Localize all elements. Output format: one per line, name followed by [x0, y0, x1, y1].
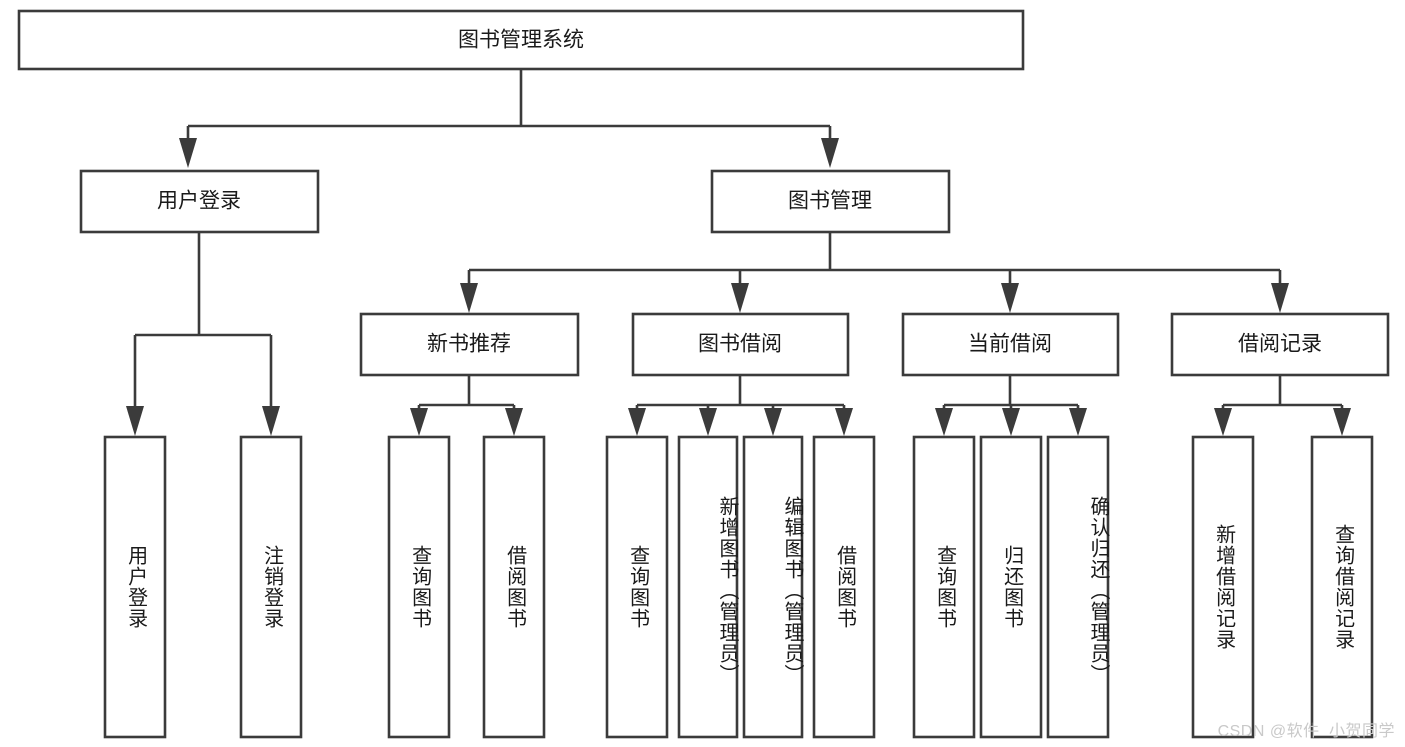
arrow-head-leaf-add-record — [1214, 408, 1232, 436]
leaf-box-user-login[interactable] — [103, 435, 167, 739]
arrow-head-user-login — [179, 138, 197, 168]
leaf-box-query-book-3[interactable] — [912, 435, 976, 739]
arrow-head-borrow-record — [1271, 283, 1289, 313]
arrow-head-leaf-logout — [262, 406, 280, 436]
leaf-box-query-record[interactable] — [1310, 435, 1374, 739]
connector-user-login-to-leaves — [126, 232, 280, 436]
node-book-borrow-label: 图书借阅 — [698, 333, 782, 356]
node-current-borrow-label: 当前借阅 — [968, 333, 1052, 356]
arrow-head-leaf-borrow-book-1 — [505, 408, 523, 436]
leaf-box-add-book[interactable] — [677, 435, 739, 739]
leaf-label-logout-login: 注销登录 — [260, 545, 283, 629]
leaf-label-add-book: 新增图书（管理员） — [716, 495, 738, 685]
arrow-head-current-borrow — [1001, 283, 1019, 313]
node-borrow-record-label: 借阅记录 — [1238, 333, 1322, 356]
leaf-label-edit-book: 编辑图书（管理员） — [781, 495, 803, 685]
leaf-boxes — [103, 435, 1374, 739]
node-book-management-label: 图书管理 — [788, 190, 872, 213]
arrow-head-leaf-confirm-return — [1069, 408, 1087, 436]
leaf-box-borrow-book-2[interactable] — [812, 435, 876, 739]
leaf-box-query-book-1[interactable] — [387, 435, 451, 739]
node-book-management-box[interactable] — [710, 169, 951, 234]
arrow-head-new-book — [460, 283, 478, 313]
leaf-label-confirm-return: 确认归还（管理员） — [1087, 495, 1109, 685]
node-book-management[interactable]: 图书管理 — [710, 169, 951, 234]
node-borrow-record[interactable]: 借阅记录 — [1170, 312, 1390, 377]
leaf-label-query-record: 查询借阅记录 — [1331, 524, 1354, 650]
arrow-head-leaf-return-book — [1002, 408, 1020, 436]
node-new-book-recommend-label: 新书推荐 — [427, 333, 511, 356]
leaf-box-edit-book[interactable] — [742, 435, 804, 739]
leaf-box-query-book-2[interactable] — [605, 435, 669, 739]
connector-book-borrow-to-leaves — [628, 375, 853, 436]
arrow-head-book-borrow — [731, 283, 749, 313]
leaf-label-user-login: 用户登录 — [124, 545, 147, 629]
connector-new-book-to-leaves — [410, 375, 523, 436]
arrow-head-leaf-query-book-1 — [410, 408, 428, 436]
node-new-book-recommend-box[interactable] — [359, 312, 580, 377]
node-user-login-box[interactable] — [79, 169, 320, 234]
leaf-label-add-record: 新增借阅记录 — [1212, 524, 1235, 650]
leaf-label-query-book-2: 查询图书 — [626, 545, 649, 629]
node-new-book-recommend[interactable]: 新书推荐 — [359, 312, 580, 377]
connector-borrow-record-to-leaves — [1214, 375, 1351, 436]
node-user-login-label: 用户登录 — [157, 190, 241, 213]
csdn-watermark: CSDN @软件_小贺同学 — [1217, 723, 1395, 740]
leaf-label-return-book: 归还图书 — [1000, 545, 1023, 629]
node-book-borrow-box[interactable] — [631, 312, 850, 377]
node-current-borrow[interactable]: 当前借阅 — [901, 312, 1120, 377]
leaf-label-borrow-book-1: 借阅图书 — [503, 545, 526, 629]
node-current-borrow-box[interactable] — [901, 312, 1120, 377]
node-user-login[interactable]: 用户登录 — [79, 169, 320, 234]
arrow-head-leaf-query-book-3 — [935, 408, 953, 436]
arrow-head-leaf-edit-book — [764, 408, 782, 436]
node-root-box[interactable] — [17, 9, 1025, 71]
connector-current-borrow-to-leaves — [935, 375, 1087, 436]
leaf-box-add-record[interactable] — [1191, 435, 1255, 739]
leaf-label-query-book-3: 查询图书 — [933, 545, 956, 629]
node-root-label: 图书管理系统 — [458, 29, 584, 52]
leaf-box-confirm-return[interactable] — [1046, 435, 1110, 739]
leaf-box-return-book[interactable] — [979, 435, 1043, 739]
arrow-head-leaf-query-book-2 — [628, 408, 646, 436]
leaf-label-borrow-book-2: 借阅图书 — [833, 545, 856, 629]
node-borrow-record-box[interactable] — [1170, 312, 1390, 377]
arrow-head-leaf-query-record — [1333, 408, 1351, 436]
leaf-label-query-book-1: 查询图书 — [408, 545, 431, 629]
node-root[interactable]: 图书管理系统 — [17, 9, 1025, 71]
node-book-borrow[interactable]: 图书借阅 — [631, 312, 850, 377]
arrow-head-book-management — [821, 138, 839, 168]
arrow-head-leaf-borrow-book-2 — [835, 408, 853, 436]
arrow-head-leaf-user-login — [126, 406, 144, 436]
arrow-head-leaf-add-book — [699, 408, 717, 436]
connector-book-management-to-level3 — [460, 232, 1289, 313]
leaf-box-logout-login[interactable] — [239, 435, 303, 739]
leaf-box-borrow-book-1[interactable] — [482, 435, 546, 739]
connector-root-to-level2 — [179, 69, 839, 168]
